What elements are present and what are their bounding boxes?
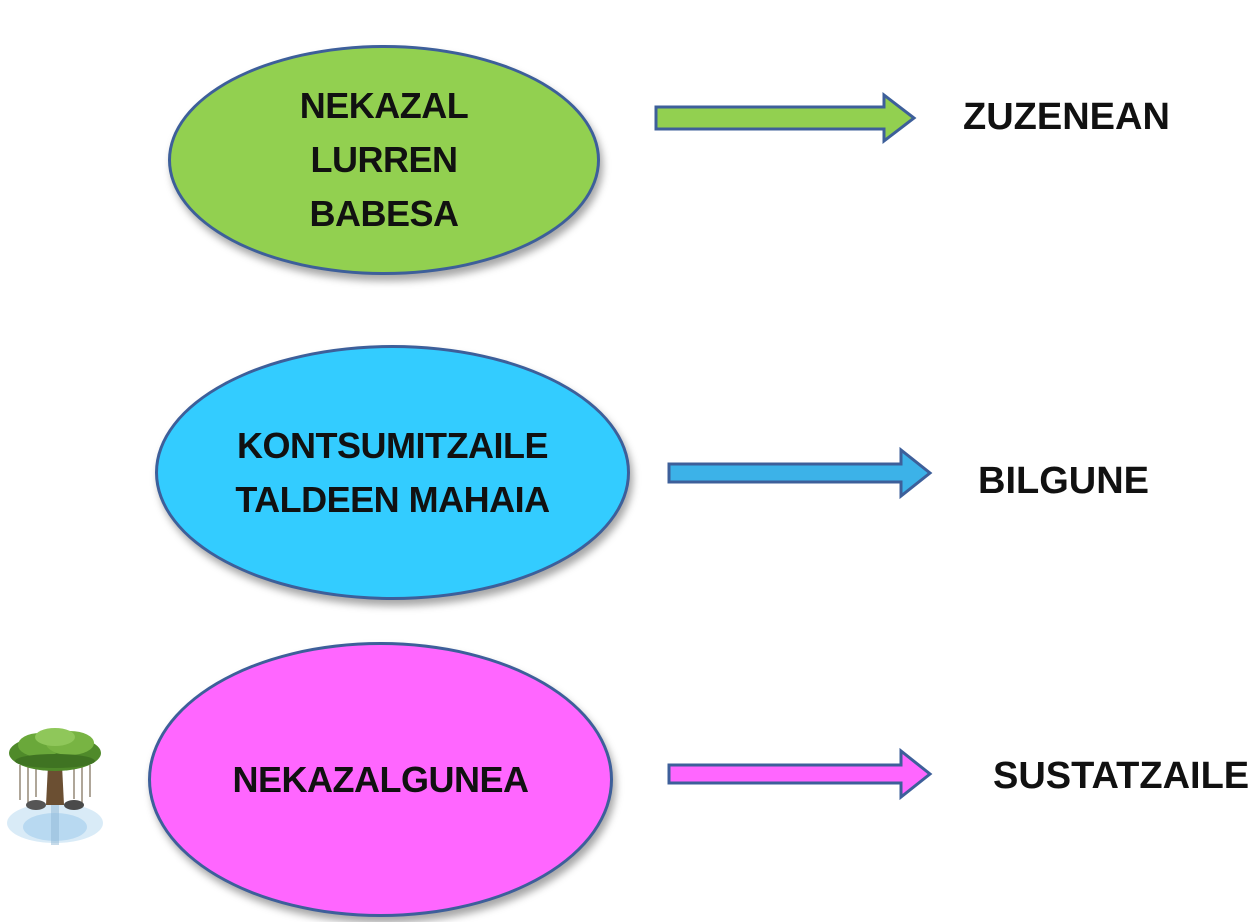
ellipse-nekazalgunea: NEKAZALGUNEA xyxy=(148,642,613,917)
ellipse-label: NEKAZALGUNEA xyxy=(232,758,530,800)
ellipse-nekazal-lurren-babesa: NEKAZAL LURREN BABESA xyxy=(168,45,600,275)
result-label: BILGUNE xyxy=(978,460,1149,502)
arrow-right-icon xyxy=(667,446,933,500)
arrow-right-icon xyxy=(654,91,917,145)
tree-icon xyxy=(7,728,103,845)
result-label: SUSTATZAILE xyxy=(993,755,1250,797)
result-label: ZUZENEAN xyxy=(963,96,1170,138)
ellipse-kontsumitzaile-taldeen-mahaia: KONTSUMITZAILE TALDEEN MAHAIA xyxy=(155,345,630,600)
ellipse-label: NEKAZAL LURREN BABESA xyxy=(299,85,469,234)
arrow-right-icon xyxy=(667,747,933,801)
ellipse-label: KONTSUMITZAILE TALDEEN MAHAIA xyxy=(235,424,550,520)
